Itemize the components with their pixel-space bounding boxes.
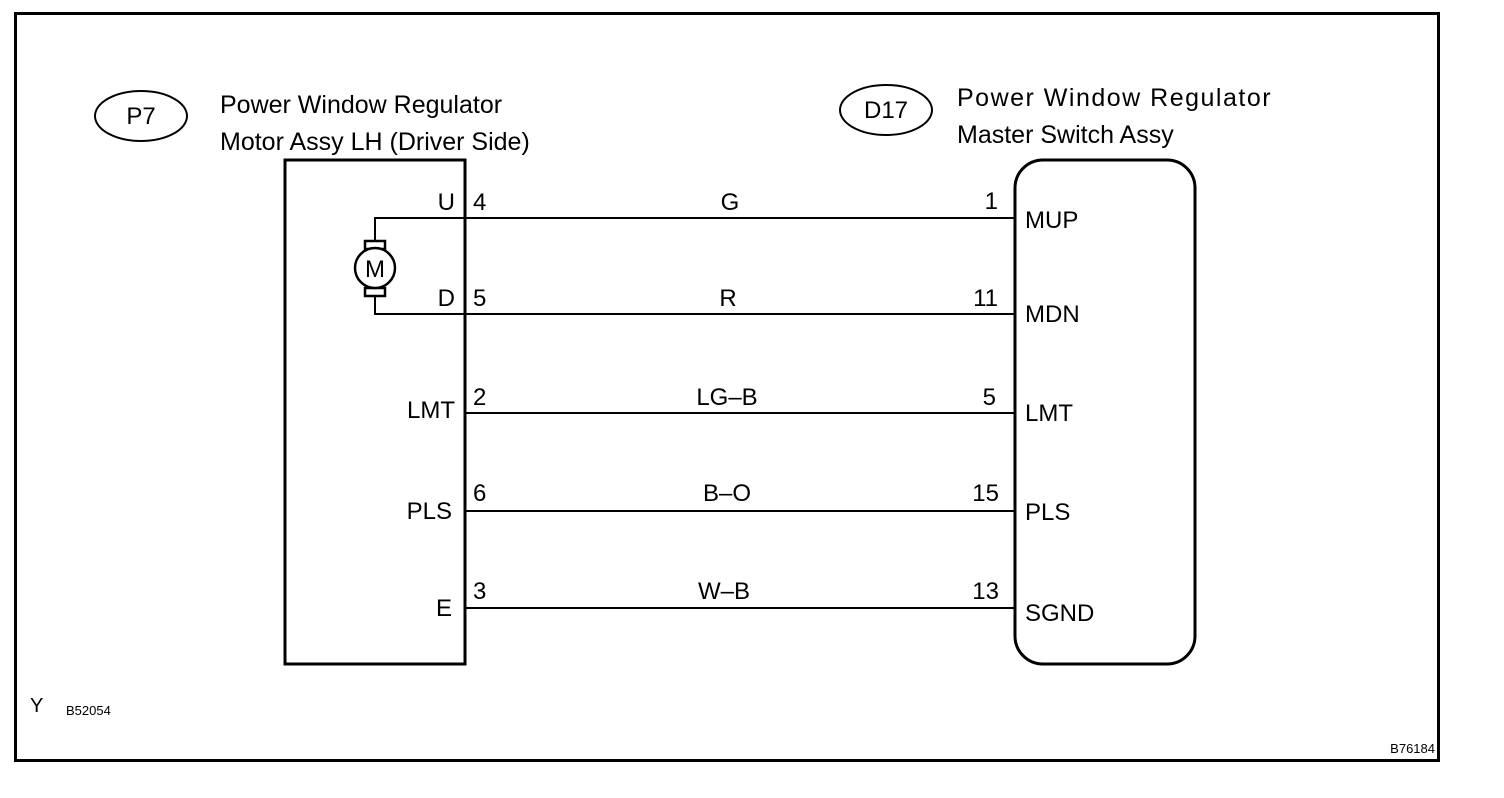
right-pin-number: 5	[983, 384, 996, 411]
wire-row: U 4 G 1 MUP	[438, 188, 1079, 234]
wire-color-code: R	[719, 285, 736, 312]
left-connector-title-line1: Power Window Regulator	[220, 91, 502, 119]
left-connector-title-line2: Motor Assy LH (Driver Side)	[220, 128, 530, 156]
right-connector-code-oval	[839, 84, 933, 136]
wire-color-code: LG–B	[696, 384, 757, 411]
motor-symbol-label: M	[365, 256, 385, 283]
left-pin-number: 2	[473, 384, 486, 411]
right-terminal-label: PLS	[1025, 499, 1070, 526]
diagram-frame	[14, 12, 1440, 762]
right-pin-number: 1	[985, 188, 998, 215]
left-terminal-label: D	[438, 285, 455, 312]
right-terminal-label: MDN	[1025, 301, 1080, 328]
left-terminal-label: E	[436, 595, 452, 622]
left-pin-number: 5	[473, 285, 486, 312]
left-pin-number: 6	[473, 480, 486, 507]
right-pin-number: 11	[973, 285, 998, 312]
figure-ref-right: B76184	[1390, 741, 1435, 756]
right-pin-number: 15	[972, 480, 999, 507]
wire-row: D 5 R 11 MDN	[438, 285, 1080, 328]
right-connector-title-line2: Master Switch Assy	[957, 121, 1174, 149]
left-pin-number: 3	[473, 578, 486, 605]
right-terminal-label: SGND	[1025, 600, 1094, 627]
motor-lead-up	[374, 217, 465, 242]
wire-color-code: G	[721, 189, 740, 216]
left-connector-code-oval	[94, 90, 188, 142]
wire-row: LMT 2 LG–B 5 LMT	[407, 384, 1073, 427]
corner-mark: Y	[30, 695, 43, 717]
motor-icon	[353, 246, 397, 290]
left-pin-number: 4	[473, 189, 486, 216]
wire-color-code: B–O	[703, 480, 751, 507]
wire-color-code: W–B	[698, 578, 750, 605]
left-terminal-label: LMT	[407, 397, 455, 424]
right-connector-title-line1: Power Window Regulator	[957, 84, 1272, 112]
left-terminal-label: U	[438, 189, 455, 216]
figure-ref-left: B52054	[66, 703, 111, 718]
right-terminal-label: LMT	[1025, 400, 1073, 427]
left-connector-code: P7	[126, 103, 155, 130]
wire-row: E 3 W–B 13 SGND	[436, 578, 1094, 627]
right-pin-number: 13	[972, 578, 999, 605]
left-connector-body	[283, 158, 467, 666]
motor-lead-down	[374, 295, 465, 315]
right-terminal-label: MUP	[1025, 207, 1078, 234]
left-terminal-label: PLS	[407, 498, 452, 525]
wire-row: PLS 6 B–O 15 PLS	[407, 480, 1071, 526]
right-connector-code: D17	[864, 97, 908, 124]
